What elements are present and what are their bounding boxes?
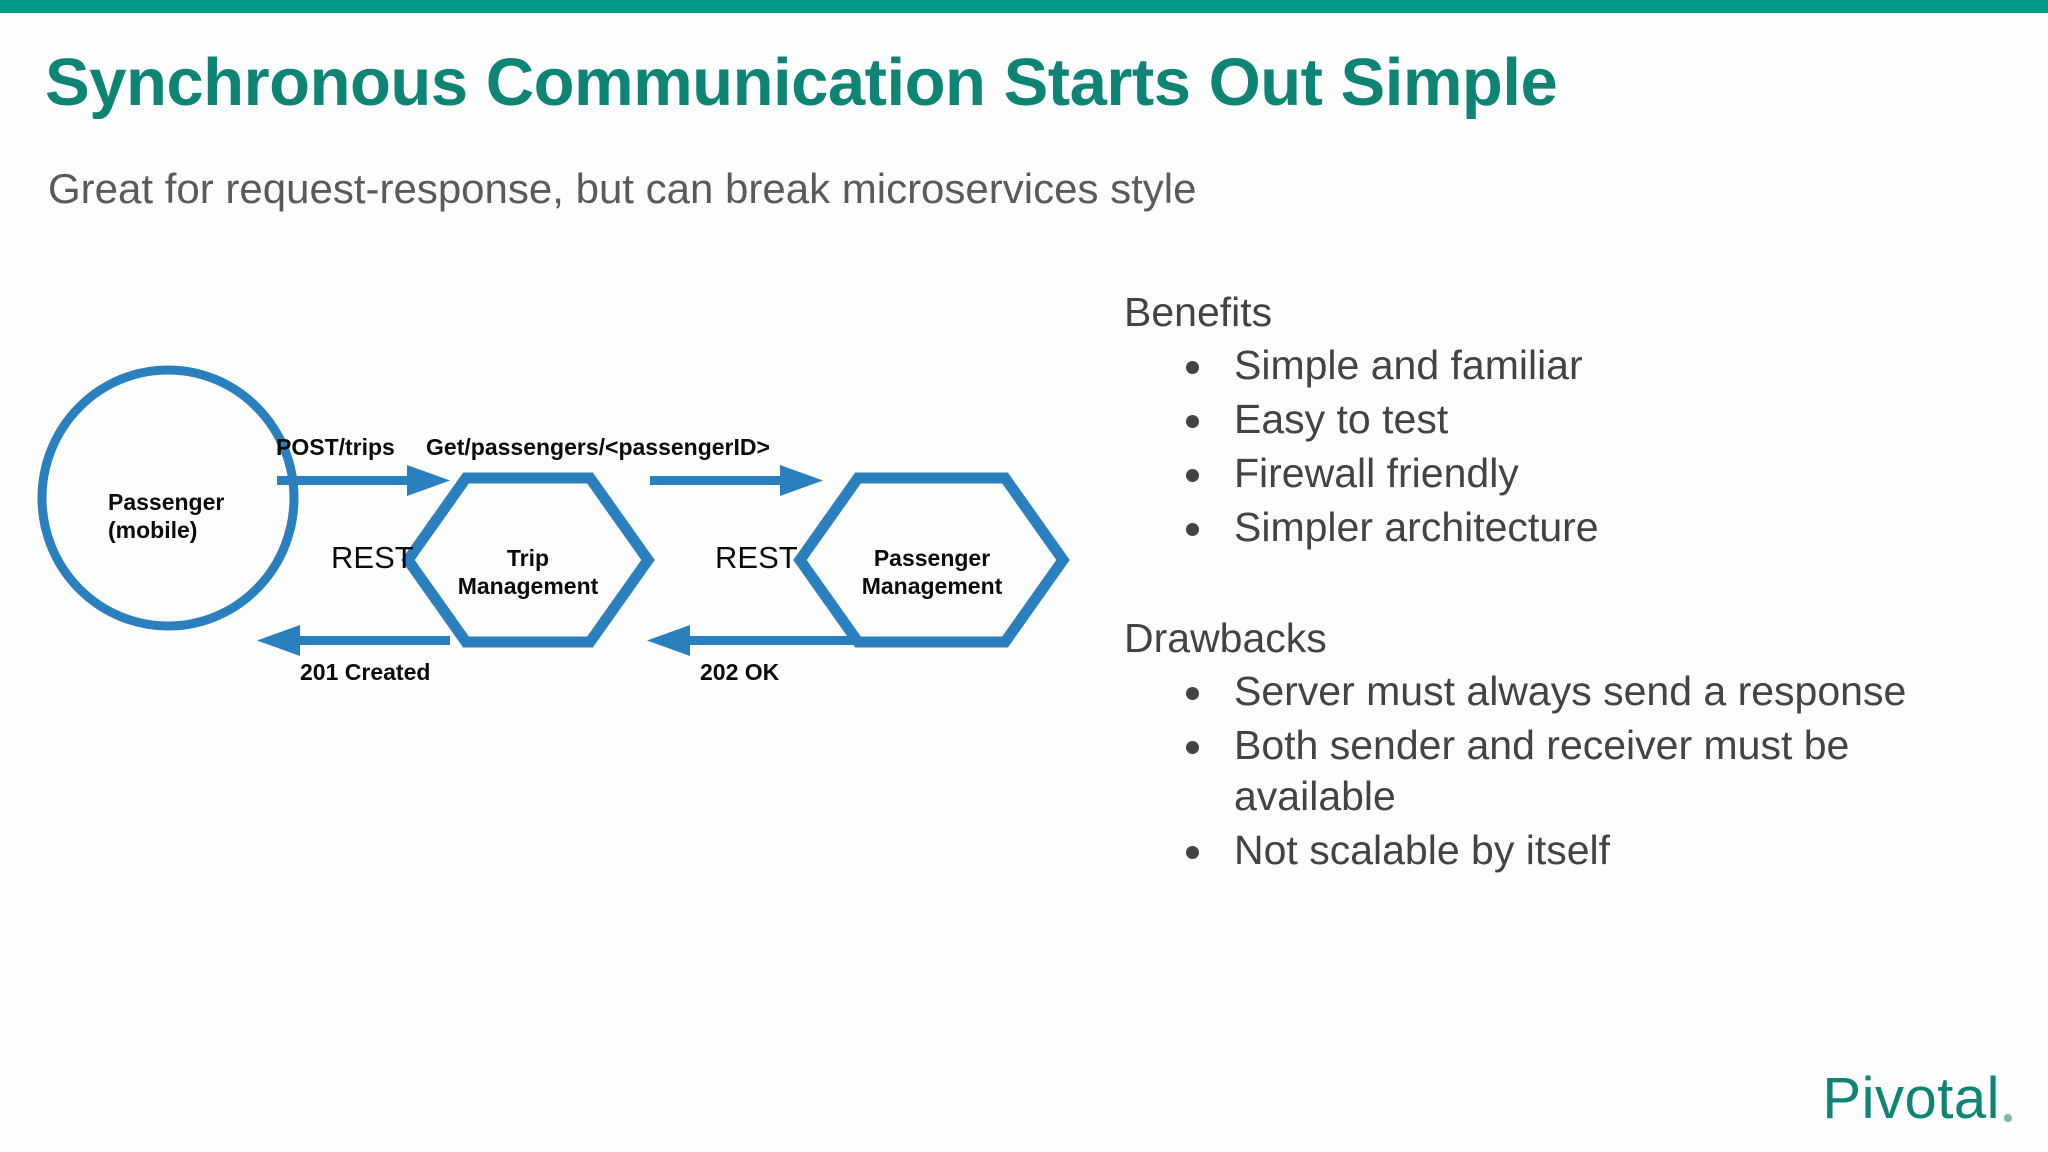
node-trip-management-shape xyxy=(401,472,655,648)
section-spacer xyxy=(1124,556,1984,614)
benefits-list: Simple and familiar Easy to test Firewal… xyxy=(1124,340,1984,552)
node-passenger-shape xyxy=(37,365,299,631)
list-item: Both sender and receiver must be availab… xyxy=(1124,720,1984,822)
edge-201-created-arrow xyxy=(257,625,450,656)
protocol-label-rest-left: REST xyxy=(331,540,414,575)
list-item: Not scalable by itself xyxy=(1124,825,1984,876)
edge-202-ok-arrow xyxy=(647,625,855,656)
benefits-drawbacks-column: Benefits Simple and familiar Easy to tes… xyxy=(1124,288,1984,878)
list-item-label: Simple and familiar xyxy=(1234,342,1583,389)
edge-label-get-passengers: Get/passengers/<passengerID> xyxy=(426,434,770,460)
benefits-heading: Benefits xyxy=(1124,289,1273,335)
list-item: Easy to test xyxy=(1124,394,1984,445)
node-label-passenger-mgmt-line1: Passenger xyxy=(874,545,990,571)
drawbacks-list: Server must always send a response Both … xyxy=(1124,666,1984,875)
bullet-dot-icon xyxy=(1186,522,1199,536)
top-accent-bar xyxy=(0,0,2048,13)
list-item-label: Easy to test xyxy=(1234,396,1449,443)
bullet-dot-icon xyxy=(1186,740,1199,754)
pivotal-logo-dot-icon xyxy=(2004,1114,2012,1122)
edge-post-trips-arrow xyxy=(277,465,450,496)
node-label-passenger-mgmt-line2: Management xyxy=(862,573,1003,599)
edge-label-post-trips: POST/trips xyxy=(276,434,395,460)
page-subtitle: Great for request-response, but can brea… xyxy=(48,165,1197,212)
protocol-label-rest-right: REST xyxy=(715,540,798,575)
list-item-label: Both sender and receiver must be availab… xyxy=(1234,721,1850,819)
edge-label-201-created: 201 Created xyxy=(300,659,430,685)
pivotal-logo: Pivotal xyxy=(1822,1068,2012,1128)
bullet-dot-icon xyxy=(1186,361,1199,375)
list-item: Simpler architecture xyxy=(1124,502,1984,553)
edge-label-202-ok: 202 OK xyxy=(700,659,780,685)
node-label-trip-line1: Trip xyxy=(507,545,549,571)
list-item-label: Not scalable by itself xyxy=(1234,826,1611,873)
bullet-dot-icon xyxy=(1186,469,1199,483)
list-item-label: Server must always send a response xyxy=(1234,668,1907,715)
edge-get-passengers-arrow xyxy=(650,465,823,496)
sync-communication-diagram: POST/trips Get/passengers/<passengerID> … xyxy=(0,250,1120,700)
bullet-dot-icon xyxy=(1186,415,1199,429)
list-item-label: Simpler architecture xyxy=(1234,503,1599,550)
node-label-trip-line2: Management xyxy=(458,573,599,599)
bullet-dot-icon xyxy=(1186,687,1199,701)
pivotal-wordmark: Pivotal xyxy=(1822,1066,2000,1131)
list-item: Firewall friendly xyxy=(1124,448,1984,499)
list-item-label: Firewall friendly xyxy=(1234,450,1519,497)
list-item: Simple and familiar xyxy=(1124,340,1984,391)
node-passenger-management-shape xyxy=(793,472,1070,648)
node-label-passenger-line2: (mobile) xyxy=(108,517,197,543)
list-item: Server must always send a response xyxy=(1124,666,1984,717)
bullet-dot-icon xyxy=(1186,845,1199,859)
node-label-passenger-line1: Passenger xyxy=(108,489,224,515)
page-title: Synchronous Communication Starts Out Sim… xyxy=(45,45,1558,120)
drawbacks-heading: Drawbacks xyxy=(1124,614,1327,661)
